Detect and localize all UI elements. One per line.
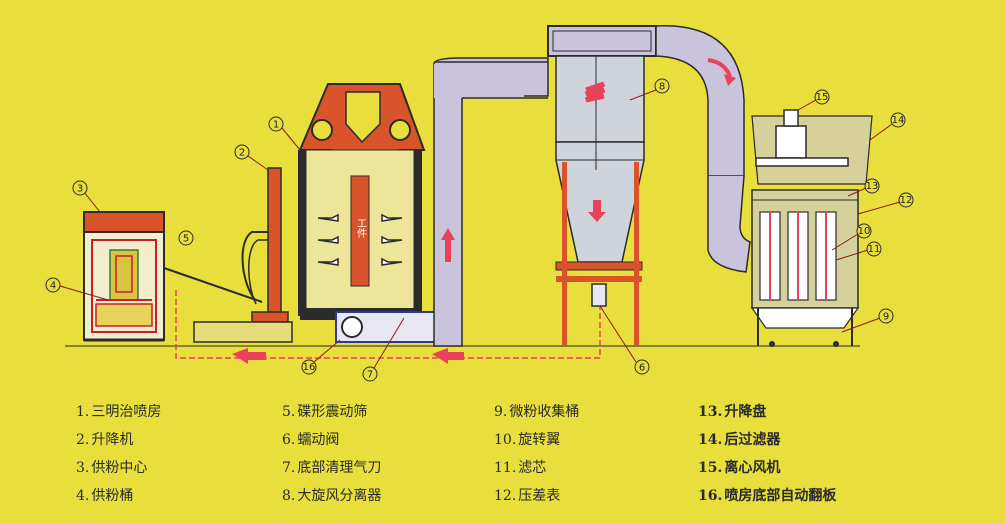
legend-item: 14.后过滤器 [698, 432, 781, 448]
legend-column-2: 5.碟形震动筛 6.蠕动阀 7.底部清理气刀 8.大旋风分离器 [282, 398, 381, 510]
callout-10: 10 [831, 223, 872, 251]
svg-text:2: 2 [239, 148, 245, 159]
legend-column-1: 1.三明治喷房 2.升降机 3.供粉中心 4.供粉桶 [76, 398, 161, 510]
legend-item: 16.喷房底部自动翻板 [698, 488, 837, 504]
legend-item: 1.三明治喷房 [76, 404, 162, 420]
svg-text:12: 12 [900, 195, 913, 206]
svg-text:4: 4 [50, 281, 56, 292]
svg-text:11: 11 [868, 244, 881, 255]
svg-text:3: 3 [77, 184, 83, 195]
legend-column-3: 9.微粉收集桶 10.旋转翼 11.滤芯 12.压差表 [494, 398, 579, 510]
exhaust-duct [655, 25, 751, 273]
powder-return-line [175, 290, 601, 364]
callouts: 1 2 3 4 5 6 7 [45, 78, 914, 382]
callout-16: 16 [301, 339, 341, 375]
legend-item: 3.供粉中心 [76, 460, 148, 476]
legend-item: 11.滤芯 [494, 460, 547, 476]
legend-item: 13.升降盘 [698, 404, 767, 420]
legend-item: 2.升降机 [76, 432, 134, 448]
callout-6: 6 [599, 305, 650, 375]
legend-column-4: 13.升降盘 14.后过滤器 15.离心风机 16.喷房底部自动翻板 [698, 398, 836, 510]
svg-text:9: 9 [883, 312, 889, 323]
svg-text:10: 10 [858, 226, 871, 237]
callout-4: 4 [45, 277, 109, 301]
callout-2: 2 [234, 144, 269, 171]
legend-item: 8.大旋风分离器 [282, 488, 382, 504]
callout-1: 1 [268, 116, 301, 151]
legend-item: 12.压差表 [494, 488, 561, 504]
svg-text:16: 16 [303, 362, 316, 373]
svg-text:1: 1 [273, 120, 279, 131]
legend-item: 7.底部清理气刀 [282, 460, 382, 476]
sandwich-booth: 工件 [298, 83, 445, 343]
big-cyclone-separator [547, 25, 657, 346]
legend-item: 9.微粉收集桶 [494, 404, 580, 420]
powder-supply-center [83, 211, 165, 342]
callout-11: 11 [835, 241, 882, 261]
svg-text:13: 13 [866, 181, 879, 192]
callout-15: 15 [797, 89, 830, 111]
callout-7: 7 [362, 317, 405, 382]
svg-text:6: 6 [639, 363, 645, 374]
legend-item: 6.蠕动阀 [282, 432, 340, 448]
powder-coating-system-diagram: 工件 [45, 25, 914, 382]
post-filter [750, 109, 873, 347]
svg-text:8: 8 [659, 82, 665, 93]
callout-12: 12 [857, 192, 914, 215]
callout-13: 13 [847, 178, 880, 197]
svg-text:14: 14 [892, 115, 905, 126]
legend: 1.三明治喷房 2.升降机 3.供粉中心 4.供粉桶 5.碟形震动筛 6.蠕动阀… [0, 398, 1005, 518]
callout-5: 5 [178, 230, 194, 246]
svg-text:7: 7 [367, 370, 373, 381]
legend-item: 10.旋转翼 [494, 432, 561, 448]
svg-text:5: 5 [183, 234, 189, 245]
callout-9: 9 [841, 308, 894, 333]
svg-text:15: 15 [816, 92, 829, 103]
lift [163, 167, 293, 343]
legend-item: 4.供粉桶 [76, 488, 134, 504]
legend-item: 5.碟形震动筛 [282, 404, 368, 420]
legend-item: 15.离心风机 [698, 460, 781, 476]
cyclone-duct [433, 57, 549, 347]
callout-3: 3 [72, 180, 101, 213]
callout-14: 14 [869, 112, 906, 141]
callout-8: 8 [629, 78, 670, 101]
workpiece-label: 工件 [355, 218, 367, 239]
